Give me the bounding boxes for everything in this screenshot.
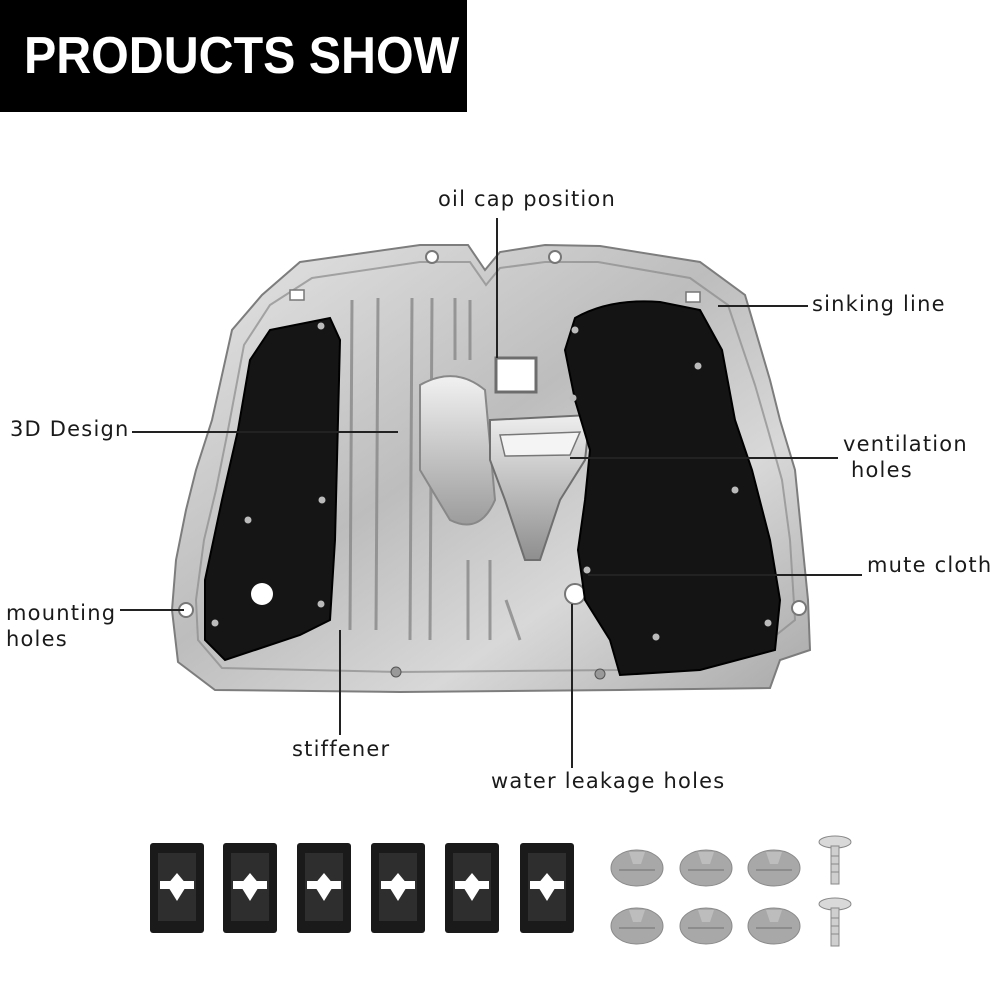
clip-nut — [297, 843, 351, 933]
push-rivet — [679, 849, 733, 887]
push-rivet — [747, 849, 801, 887]
label-stiffener: stiffener — [292, 737, 391, 761]
clip-nut-group — [150, 843, 574, 933]
label-sinking-line: sinking line — [812, 292, 946, 316]
screw-group — [818, 835, 852, 947]
label-ventilation-line2: holes — [851, 458, 913, 482]
label-3d-design: 3D Design — [10, 417, 130, 441]
clip-nut — [520, 843, 574, 933]
label-mounting-line1: mounting — [6, 601, 117, 625]
push-rivet — [679, 907, 733, 945]
water-leakage-hole — [564, 583, 586, 605]
label-water-leakage-holes: water leakage holes — [491, 769, 726, 793]
label-mute-cloth: mute cloth — [867, 553, 993, 577]
clip-nut — [223, 843, 277, 933]
push-rivet-group — [610, 849, 801, 945]
oil-cap-opening — [494, 356, 538, 394]
clip-nut — [150, 843, 204, 933]
header-banner: PRODUCTS SHOW — [0, 0, 467, 112]
header-title: PRODUCTS SHOW — [24, 27, 460, 85]
screw — [818, 835, 852, 885]
clip-nut — [371, 843, 425, 933]
label-ventilation-line1: ventilation — [843, 432, 968, 456]
push-rivet — [610, 849, 664, 887]
label-mounting-line2: holes — [6, 627, 68, 651]
mounting-hole — [251, 583, 273, 605]
callout-lines — [120, 218, 862, 768]
screw — [818, 897, 852, 947]
push-rivet — [610, 907, 664, 945]
push-rivet — [747, 907, 801, 945]
clip-nut — [445, 843, 499, 933]
mute-cloth-left — [204, 316, 342, 662]
raised-3d-panel — [419, 375, 497, 526]
mute-cloth-right — [563, 300, 782, 677]
label-oil-cap-position: oil cap position — [438, 187, 616, 211]
